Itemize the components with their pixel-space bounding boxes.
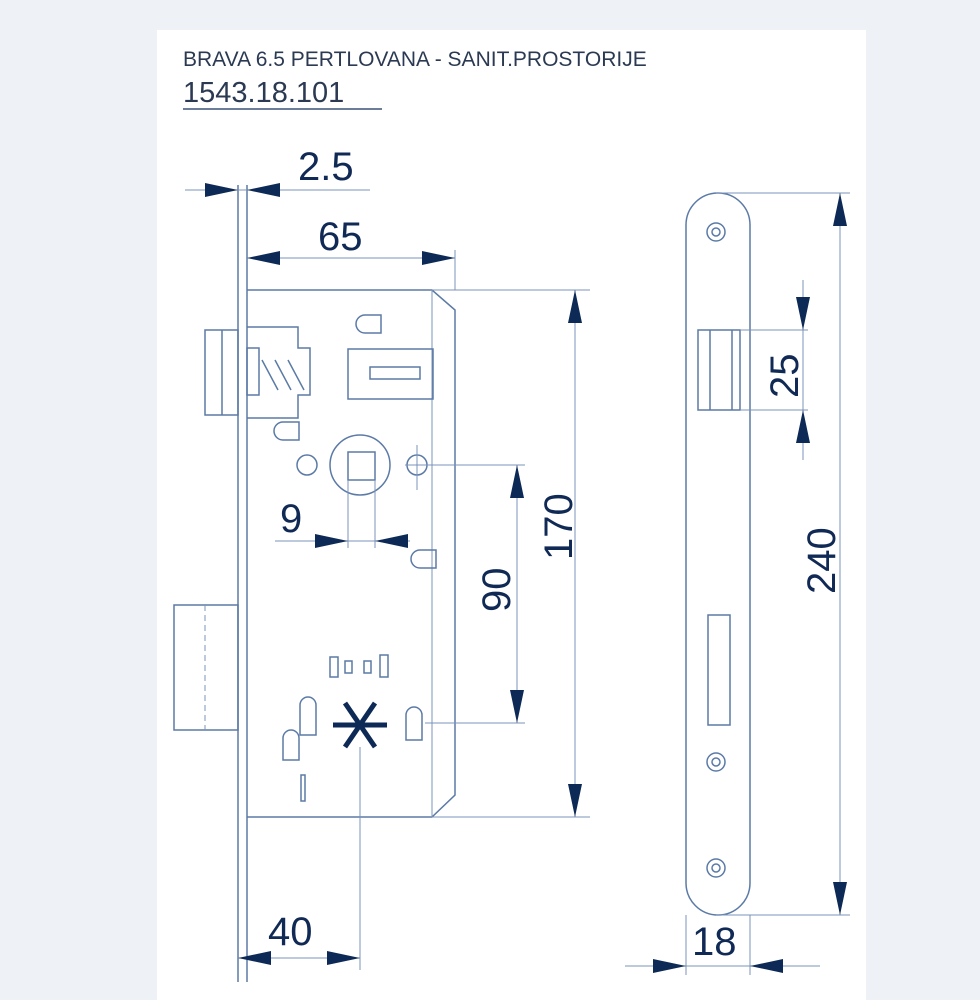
dim-faceplate-thickness: 2.5 [298, 145, 354, 189]
deadbolt [173, 604, 239, 731]
dim-center-distance: 90 [475, 568, 519, 613]
dim-latch-height: 25 [763, 354, 807, 399]
faceplate-front-view [685, 192, 751, 916]
dim-faceplate-length: 240 [800, 527, 844, 594]
drawing-title: BRAVA 6.5 PERTLOVANA - SANIT.PROSTORIJE [183, 48, 647, 71]
dim-spindle: 9 [280, 497, 302, 541]
dimension-lines [185, 183, 590, 965]
spindle-hub [329, 434, 391, 496]
dim-body-height: 170 [537, 493, 581, 560]
latch [204, 329, 239, 416]
cylinder-center-icon [333, 701, 387, 749]
spindle-square [347, 451, 376, 481]
front-dimension-lines [625, 192, 850, 975]
dim-faceplate-width: 18 [692, 920, 737, 964]
product-code: 1543.18.101 [183, 77, 344, 109]
lock-side-view [173, 185, 525, 982]
lock-body [247, 289, 456, 818]
dim-body-width: 65 [318, 215, 363, 259]
dim-backset: 40 [268, 910, 313, 954]
